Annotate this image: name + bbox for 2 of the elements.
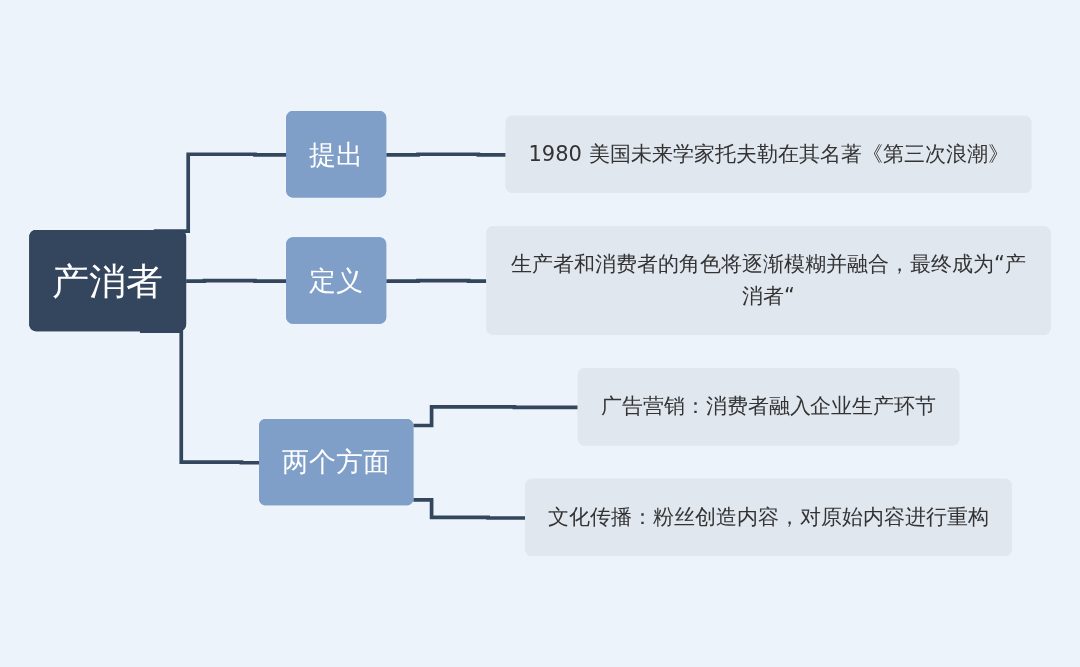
connector bbox=[386, 152, 507, 157]
connector bbox=[413, 405, 579, 428]
